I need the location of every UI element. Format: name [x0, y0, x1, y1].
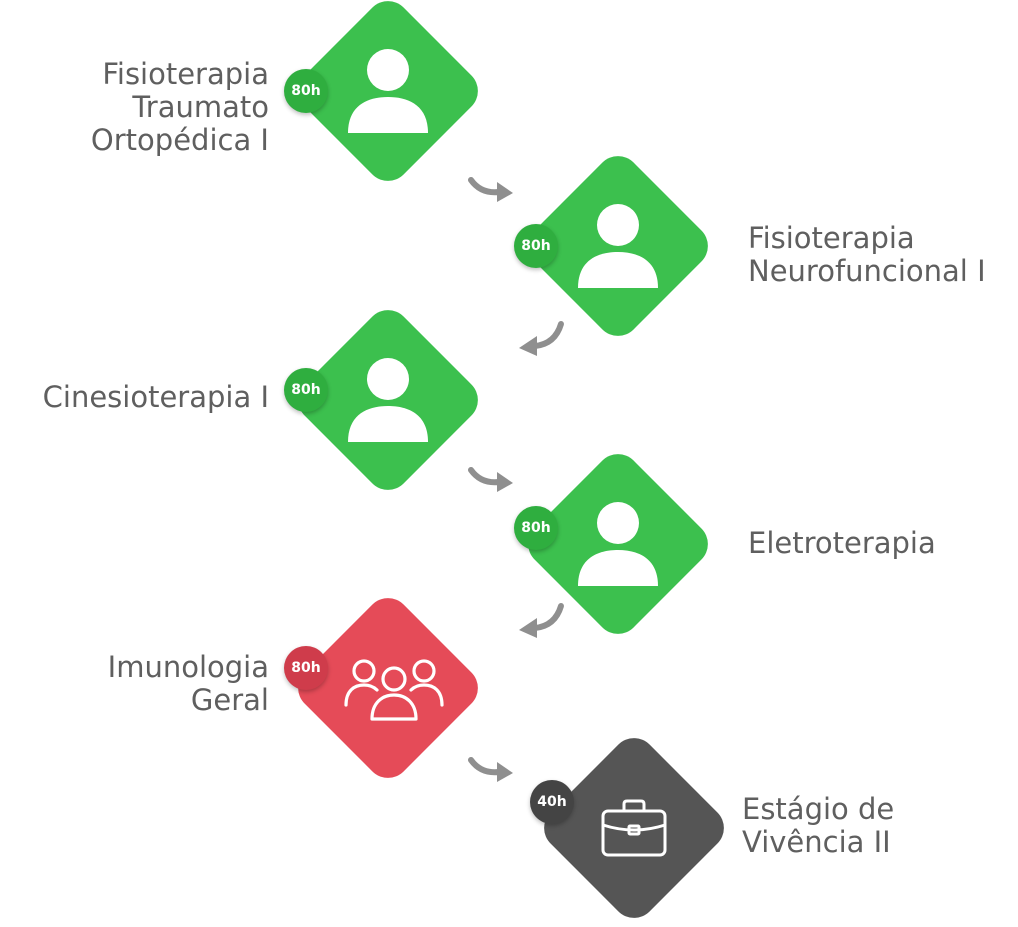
step-2-hours-badge: 80h — [514, 224, 558, 268]
step-1-hours-badge: 80h — [284, 69, 328, 113]
person-icon — [578, 204, 658, 288]
step-2-label: Fisioterapia Neurofuncional I — [748, 221, 986, 288]
person-icon — [578, 502, 658, 586]
step-6-hours-badge: 40h — [530, 780, 574, 824]
flow-arrow-5 — [468, 757, 513, 782]
briefcase-icon — [601, 799, 667, 857]
step-3-label: Cinesioterapia I — [42, 380, 269, 414]
flow-arrow-1 — [468, 177, 513, 202]
step-2-node: 80h — [514, 147, 717, 345]
group-icon — [344, 659, 444, 721]
step-3-node: 80h — [284, 301, 487, 499]
flow-arrow-4 — [519, 603, 564, 638]
person-icon — [348, 49, 428, 133]
step-3-hours-badge: 80h — [284, 368, 328, 412]
flow-arrow-2 — [519, 321, 564, 356]
step-1-label: Fisioterapia Traumato Ortopédica I — [90, 57, 269, 157]
step-4-hours-badge: 80h — [514, 506, 558, 550]
step-6-label: Estágio de Vivência II — [742, 792, 895, 859]
step-5-label: Imunologia Geral — [107, 650, 269, 717]
step-1-node: 80h — [284, 0, 487, 190]
step-4-label: Eletroterapia — [748, 526, 936, 560]
step-5-hours-badge: 80h — [284, 646, 328, 690]
flow-arrow-3 — [468, 467, 513, 492]
step-5-node: 80h — [284, 589, 487, 787]
step-4-node: 80h — [514, 445, 717, 643]
step-6-node: 40h — [530, 729, 733, 927]
person-icon — [348, 358, 428, 442]
